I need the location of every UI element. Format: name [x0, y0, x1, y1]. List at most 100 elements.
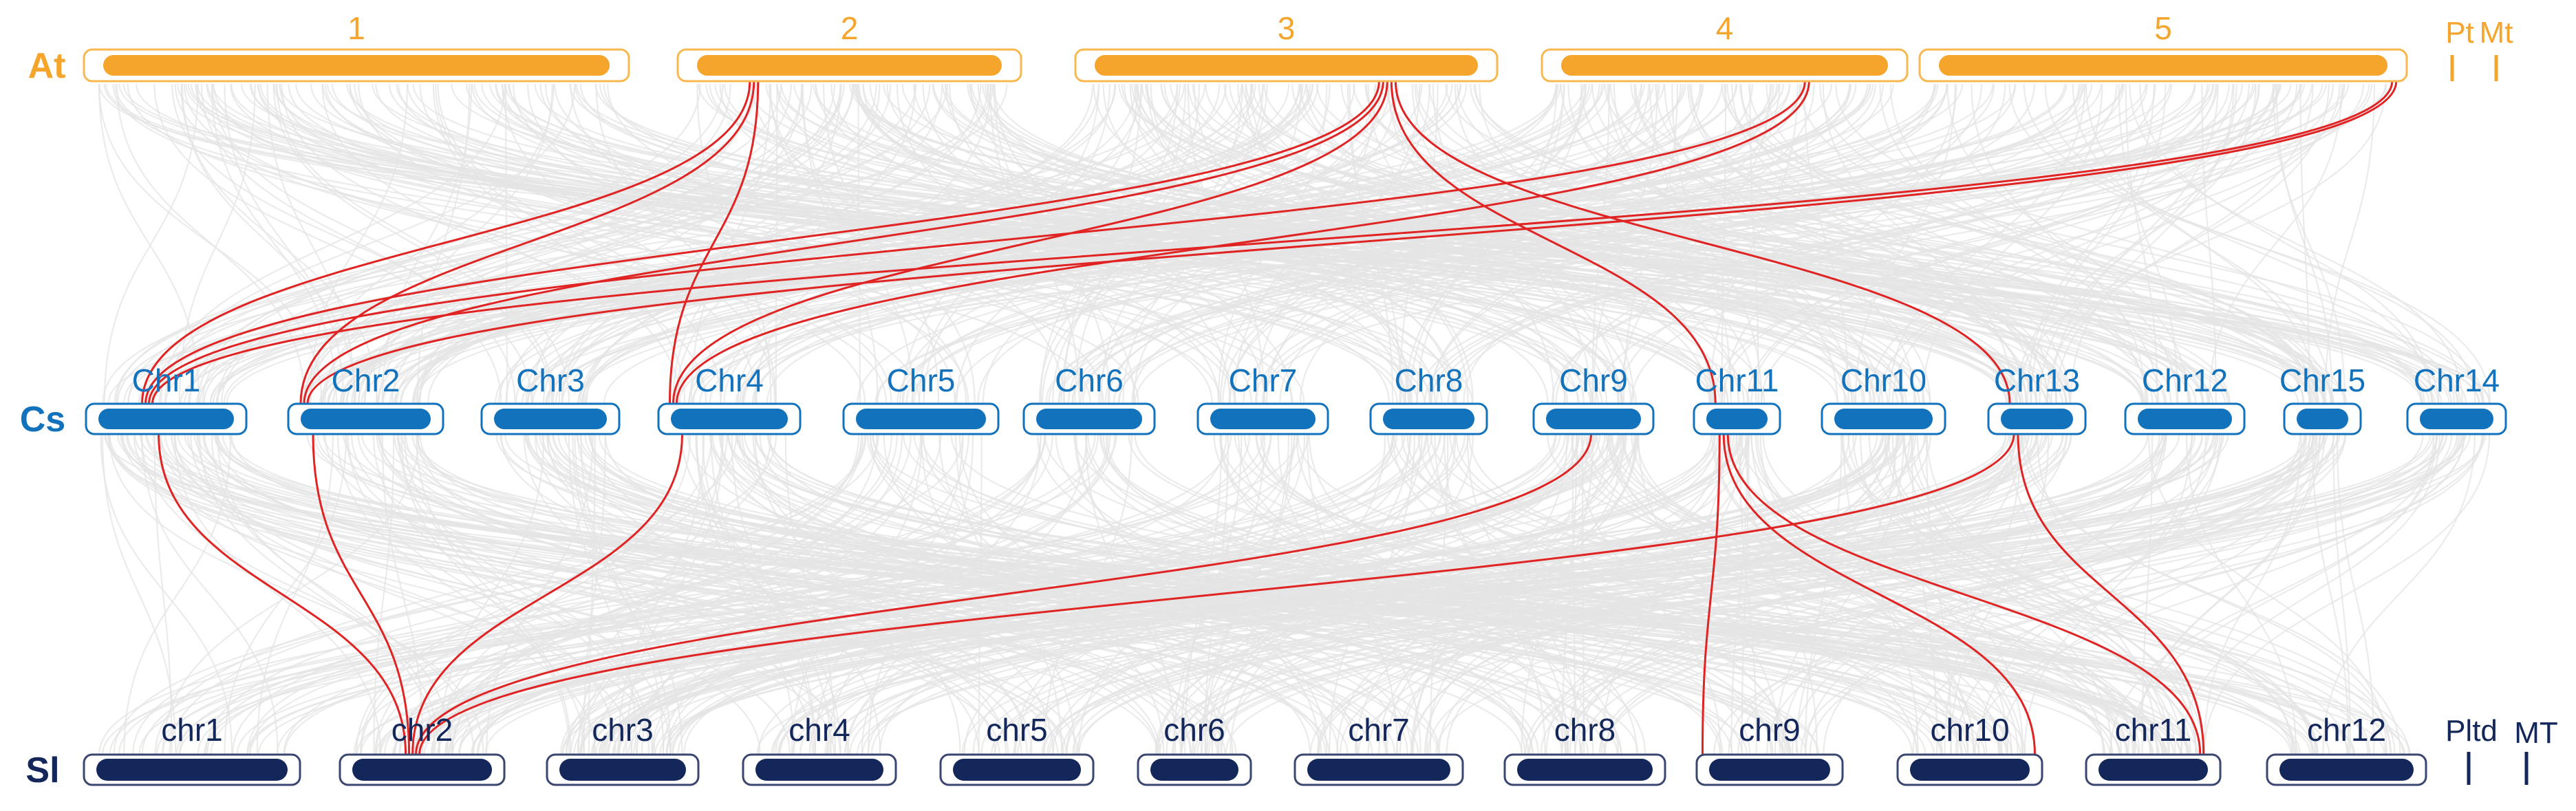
background-link: [2129, 83, 2463, 404]
background-link: [2180, 434, 2440, 755]
background-link: [903, 434, 2114, 755]
background-link: [160, 434, 1000, 755]
background-link: [394, 434, 1192, 755]
background-link: [568, 434, 637, 755]
background-link: [822, 83, 940, 404]
highlight-link: [148, 80, 1806, 404]
background-link: [784, 434, 837, 755]
background-link: [1121, 83, 2346, 404]
background-link: [1889, 83, 2178, 404]
background-link: [1456, 83, 2071, 404]
background-link: [419, 83, 969, 404]
background-link: [134, 434, 1819, 755]
chromosome-label: chr3: [592, 712, 653, 748]
background-link: [418, 83, 1399, 404]
highlight-link: [312, 433, 411, 755]
background-link: [1609, 434, 2013, 755]
background-link: [1234, 434, 2165, 755]
chromosome-body: [352, 759, 492, 781]
background-link: [709, 83, 1857, 404]
background-link: [1213, 434, 1772, 755]
background-link: [735, 83, 2254, 404]
background-link: [116, 83, 845, 404]
background-link: [379, 434, 1159, 755]
background-link: [1339, 434, 2017, 755]
chromosome-body: [1834, 409, 1933, 429]
background-link: [1744, 434, 1818, 755]
background-link: [324, 434, 1009, 755]
background-link: [358, 83, 892, 404]
background-link: [1955, 434, 2221, 755]
organelle-label: Pltd: [2445, 714, 2498, 748]
background-link: [630, 434, 1042, 755]
chromosome-cs-chr2: Chr2: [287, 363, 444, 435]
background-link: [378, 434, 1327, 755]
background-link: [1721, 83, 1727, 404]
background-link: [588, 434, 2121, 755]
background-link: [502, 83, 776, 404]
background-link: [1336, 434, 1639, 755]
background-link: [1739, 83, 2311, 404]
background-link: [215, 434, 2021, 755]
background-link: [1071, 83, 1884, 404]
chromosome-body: [1095, 55, 1478, 76]
chromosome-label: 1: [347, 10, 365, 46]
background-link: [1576, 434, 1721, 755]
background-link: [569, 83, 2324, 404]
background-link: [2322, 434, 2476, 755]
background-link: [1307, 434, 1399, 755]
background-link: [105, 83, 2226, 404]
organelle-pt: Pt: [2445, 16, 2474, 81]
background-link: [1799, 83, 2316, 404]
background-link: [552, 83, 1300, 404]
background-link: [361, 434, 2292, 755]
highlight-link: [1726, 433, 2202, 755]
background-link: [1256, 434, 2008, 755]
chromosome-body: [1709, 759, 1830, 781]
chromosome-label: chr11: [2115, 712, 2192, 748]
background-link: [565, 434, 1427, 755]
background-link: [497, 83, 1243, 404]
background-link: [759, 434, 1408, 755]
background-link: [1046, 434, 2196, 755]
background-link: [1468, 434, 2159, 755]
chromosome-label: Chr6: [1055, 363, 1124, 398]
background-link: [541, 434, 1732, 755]
chromosome-label: Chr9: [1559, 363, 1628, 398]
background-link: [249, 83, 2047, 404]
background-link: [113, 434, 879, 755]
background-link: [228, 434, 2182, 755]
chromosome-body: [1517, 759, 1653, 781]
background-link: [592, 434, 1885, 755]
background-link: [1622, 434, 2123, 755]
background-link: [872, 434, 2297, 755]
background-link: [548, 83, 1448, 404]
background-link: [2332, 434, 2352, 755]
chromosome-sl-chr5: chr5: [939, 712, 1095, 786]
chromosome-body: [1210, 409, 1316, 429]
background-link: [1754, 434, 2104, 755]
background-link: [1723, 83, 1957, 404]
chromosome-label: Chr5: [887, 363, 956, 398]
chromosome-body: [1546, 409, 1641, 429]
chromosome-body: [1939, 55, 2387, 76]
chromosome-cs-chr15: Chr15: [2279, 363, 2365, 435]
background-link: [122, 434, 1349, 755]
background-link: [430, 434, 1421, 755]
background-link: [1245, 83, 1474, 404]
background-link: [1879, 83, 2160, 404]
background-link: [211, 434, 453, 755]
background-link: [1521, 434, 1594, 755]
background-link: [961, 434, 2037, 755]
background-link: [1560, 434, 2346, 755]
organelle-label: Pt: [2445, 16, 2474, 50]
background-link: [195, 83, 1964, 404]
chromosome-body: [953, 759, 1081, 781]
background-link: [1074, 83, 1187, 404]
chromosome-at-1: 1: [83, 10, 630, 83]
background-link: [224, 434, 347, 755]
background-link: [1082, 83, 1995, 404]
background-link: [1424, 83, 2275, 404]
background-link: [154, 434, 738, 755]
highlight-link: [411, 433, 683, 755]
